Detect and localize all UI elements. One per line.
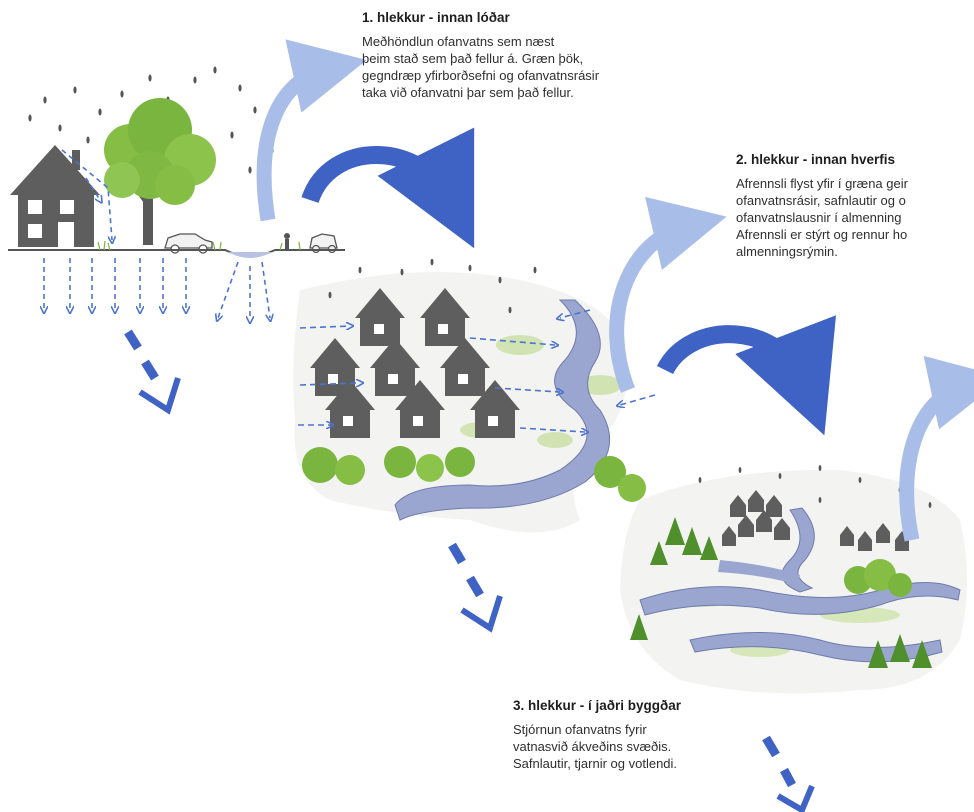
stage3-line: vatnasvið ákveðins svæðis. (513, 739, 672, 754)
stage3-line: Stjórnun ofanvatns fyrir (513, 722, 647, 737)
dark-arrow-stage2-to-stage3 (656, 315, 836, 436)
stage2-line: ofanvatnsrásir, safnlautir og o (736, 193, 906, 208)
stream-stage2 (394, 299, 611, 521)
percolation-arrow-stage2 (448, 542, 503, 633)
light-arrow-up-stage1 (256, 39, 367, 222)
percolation-arrow-stage3 (762, 735, 815, 812)
dark-arrow-stage1-to-stage2 (301, 127, 475, 249)
car-small-stage1 (309, 233, 338, 254)
percolation-arrow-stage1 (124, 329, 181, 415)
stage3-illustration (620, 355, 974, 812)
light-arrow-up-stage3 (899, 355, 974, 542)
stage1-line: taka við ofanvatni þar sem það fellur. (362, 85, 574, 100)
stage1-line: Meðhöndlun ofanvatns sem næst (362, 34, 555, 49)
stage2-illustration (293, 196, 836, 633)
house-icon (370, 338, 420, 396)
stage2-text-block: 2. hlekkur - innan hverfis Afrennsli fly… (736, 152, 974, 260)
stage2-line: ofanvatnslausnir í almenning (736, 210, 902, 225)
stage1-line: gegndræp yfirborðsefni og ofanvatnsrásir (362, 68, 600, 83)
light-arrow-up-stage2 (609, 196, 727, 393)
bushes-stage2 (302, 446, 646, 502)
stage2-line: Afrennsli flyst yfir í græna geir (736, 176, 908, 191)
stage2-title: 2. hlekkur - innan hverfis (736, 152, 896, 167)
tree-stage1 (104, 98, 216, 245)
stage3-text-block: 3. hlekkur - í jaðri byggðar Stjórnun of… (513, 698, 681, 772)
stage1-line: þeim stað sem það fellur á. Græn þök, (362, 51, 584, 66)
conifers-stage3 (630, 517, 932, 668)
stage1-description: Meðhöndlun ofanvatns sem næst þeim stað … (362, 33, 599, 101)
stage2-description: Afrennsli flyst yfir í græna geir ofanva… (736, 175, 974, 260)
stage3-line: Safnlautir, tjarnir og votlendi. (513, 756, 678, 771)
house-icon (395, 380, 445, 438)
stage2-line: almenningsrýmin. (736, 244, 838, 259)
car-stage1 (164, 233, 213, 254)
stage1-illustration (8, 39, 475, 415)
infiltration-arrows-stage1 (44, 149, 270, 320)
swale-water (228, 252, 272, 258)
person-stage1 (284, 233, 290, 249)
grass-stage1 (97, 240, 301, 251)
house-stage1 (10, 145, 100, 247)
stage3-description: Stjórnun ofanvatns fyrir vatnasvið ákveð… (513, 721, 681, 772)
stage3-title: 3. hlekkur - í jaðri byggðar (513, 698, 682, 713)
stage1-title: 1. hlekkur - innan lóðar (362, 10, 510, 25)
house-icon (420, 288, 470, 346)
stage1-text-block: 1. hlekkur - innan lóðar Meðhöndlun ofan… (362, 10, 599, 101)
stage2-line: Afrennsli er stýrt og rennur ho (736, 227, 908, 242)
houses-stage3 (722, 490, 909, 551)
house-icon (440, 338, 490, 396)
runoff-arrows-stage2 (298, 309, 656, 432)
houses-stage2 (310, 288, 520, 438)
house-icon (470, 380, 520, 438)
house-icon (325, 380, 375, 438)
bushes-stage3 (844, 559, 912, 597)
